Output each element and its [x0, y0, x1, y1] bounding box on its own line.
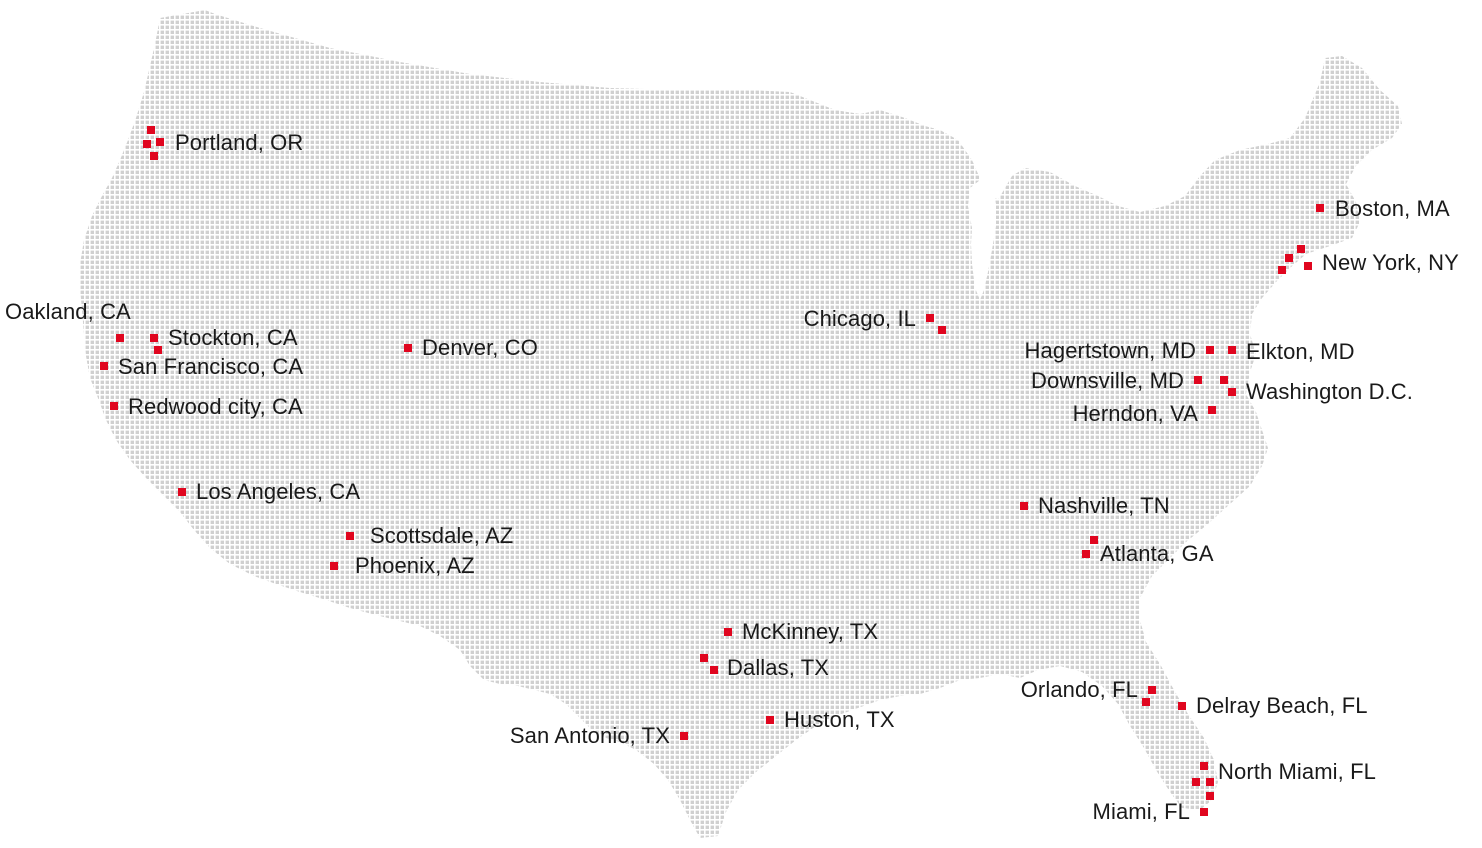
washington-marker[interactable] [1228, 388, 1236, 396]
north-miami-marker[interactable] [1192, 778, 1200, 786]
city-label-delray-beach[interactable]: Delray Beach, FL [1196, 693, 1368, 718]
portland-marker[interactable] [156, 138, 164, 146]
city-label-san-francisco[interactable]: San Francisco, CA [118, 354, 303, 379]
los-angeles-marker[interactable] [178, 488, 186, 496]
city-label-new-york[interactable]: New York, NY [1322, 250, 1459, 275]
denver-marker[interactable] [404, 344, 412, 352]
san-francisco-marker[interactable] [100, 362, 108, 370]
city-label-oakland[interactable]: Oakland, CA [5, 299, 131, 324]
city-label-san-antonio[interactable]: San Antonio, TX [510, 723, 670, 748]
city-label-chicago[interactable]: Chicago, IL [804, 306, 916, 331]
downsville-marker[interactable] [1194, 376, 1202, 384]
phoenix-marker[interactable] [330, 562, 338, 570]
mckinney-marker[interactable] [724, 628, 732, 636]
new-york-marker[interactable] [1304, 262, 1312, 270]
city-label-denver[interactable]: Denver, CO [422, 335, 538, 360]
city-label-boston[interactable]: Boston, MA [1335, 196, 1450, 221]
chicago-marker[interactable] [926, 314, 934, 322]
new-york-marker[interactable] [1297, 245, 1305, 253]
us-land-silhouette [80, 10, 1402, 838]
city-label-elkton[interactable]: Elkton, MD [1246, 339, 1355, 364]
city-label-mckinney[interactable]: McKinney, TX [742, 619, 878, 644]
miami-marker[interactable] [1200, 808, 1208, 816]
portland-marker[interactable] [147, 126, 155, 134]
redwood-city-marker[interactable] [110, 402, 118, 410]
city-label-los-angeles[interactable]: Los Angeles, CA [196, 479, 360, 504]
city-label-north-miami[interactable]: North Miami, FL [1218, 759, 1376, 784]
city-label-washington[interactable]: Washington D.C. [1246, 379, 1413, 404]
north-miami-marker[interactable] [1206, 792, 1214, 800]
dallas-marker[interactable] [700, 654, 708, 662]
herndon-marker[interactable] [1208, 406, 1216, 414]
new-york-marker[interactable] [1278, 266, 1286, 274]
city-label-redwood-city[interactable]: Redwood city, CA [128, 394, 303, 419]
city-label-scottsdale[interactable]: Scottsdale, AZ [370, 523, 513, 548]
chicago-marker[interactable] [938, 326, 946, 334]
nashville-marker[interactable] [1020, 502, 1028, 510]
atlanta-marker[interactable] [1082, 550, 1090, 558]
boston-marker[interactable] [1316, 204, 1324, 212]
dallas-marker[interactable] [710, 666, 718, 674]
north-miami-marker[interactable] [1200, 762, 1208, 770]
elkton-marker[interactable] [1228, 346, 1236, 354]
hagerstown-marker[interactable] [1206, 346, 1214, 354]
oakland-marker[interactable] [116, 334, 124, 342]
city-label-orlando[interactable]: Orlando, FL [1021, 677, 1138, 702]
washington-marker[interactable] [1220, 376, 1228, 384]
city-label-nashville[interactable]: Nashville, TN [1038, 493, 1170, 518]
stockton-marker[interactable] [154, 346, 162, 354]
san-antonio-marker[interactable] [680, 732, 688, 740]
location-labels: Portland, OR Boston, MA New York, NY Oak… [5, 130, 1459, 824]
us-land-mass [80, 10, 1402, 838]
city-label-hagerstown[interactable]: Hagertstown, MD [1025, 338, 1196, 363]
stockton-marker[interactable] [150, 334, 158, 342]
orlando-marker[interactable] [1148, 686, 1156, 694]
new-york-marker[interactable] [1285, 254, 1293, 262]
portland-marker[interactable] [143, 140, 151, 148]
delray-beach-marker[interactable] [1178, 702, 1186, 710]
portland-marker[interactable] [150, 152, 158, 160]
city-label-miami[interactable]: Miami, FL [1093, 799, 1190, 824]
lake-michigan-cutout [968, 180, 996, 300]
huston-marker[interactable] [766, 716, 774, 724]
orlando-marker[interactable] [1142, 698, 1150, 706]
city-label-stockton[interactable]: Stockton, CA [168, 325, 298, 350]
location-markers [100, 126, 1324, 816]
city-label-phoenix[interactable]: Phoenix, AZ [355, 553, 475, 578]
city-label-herndon[interactable]: Herndon, VA [1073, 401, 1199, 426]
atlanta-marker[interactable] [1090, 536, 1098, 544]
city-label-portland[interactable]: Portland, OR [175, 130, 303, 155]
scottsdale-marker[interactable] [346, 532, 354, 540]
city-label-atlanta[interactable]: Atlanta, GA [1100, 541, 1214, 566]
north-miami-marker[interactable] [1206, 778, 1214, 786]
city-label-dallas[interactable]: Dallas, TX [727, 655, 829, 680]
city-label-huston[interactable]: Huston, TX [784, 707, 895, 732]
city-label-downsville[interactable]: Downsville, MD [1031, 368, 1184, 393]
